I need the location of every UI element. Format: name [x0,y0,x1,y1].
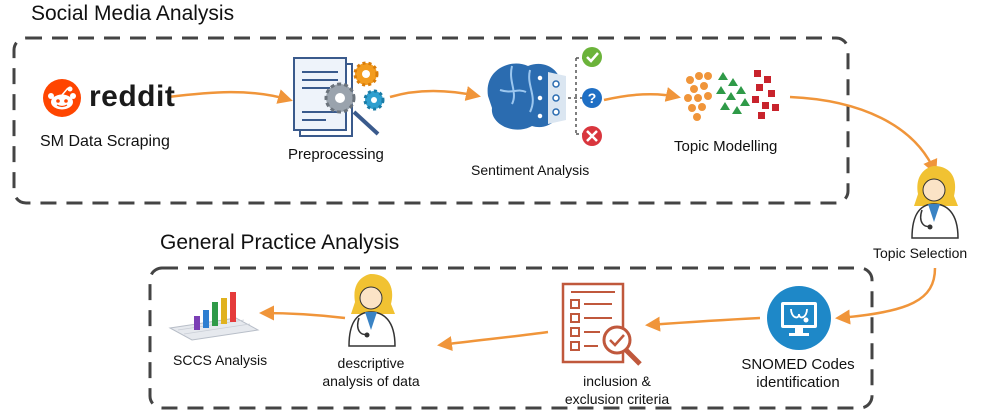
snomed-codes-line2: identification [756,374,840,391]
inclusion-exclusion-label: inclusion & exclusion criteria [547,372,687,408]
topic-selection-label: Topic Selection [873,245,968,261]
snomed-codes-label: SNOMED Codes identification [733,356,863,392]
descriptive-line2: analysis of data [322,373,420,389]
general-practice-analysis-title: General Practice Analysis [160,231,400,254]
snomed-codes-line1: SNOMED Codes [741,356,855,373]
arrow-preprocessing-to-sentiment [389,86,481,101]
bar-chart-icon [168,292,260,341]
reddit-logo-text: reddit [89,80,176,113]
sentiment-analysis-label: Sentiment Analysis [471,162,590,178]
check-icon [582,47,602,67]
sm-data-scraping-label: SM Data Scraping [40,133,170,150]
arrow-sentiment-to-topic-modelling [603,87,681,102]
monitor-stethoscope-icon [767,286,831,350]
inclusion-line2: exclusion criteria [564,391,670,407]
doctor-icon [348,274,396,347]
arrow-topic-modelling-to-topic-selection [789,95,938,175]
clusters-icon [684,70,779,121]
arrow-snomed-to-inclusion [645,316,761,332]
arrow-inclusion-to-descriptive [437,330,549,351]
cross-icon [582,126,602,146]
arrow-descriptive-to-sccs [259,305,346,321]
arrow-topic-selection-to-snomed [835,267,937,325]
social-media-section-box [12,36,850,205]
reddit-icon [43,79,81,117]
checklist-icon [561,282,642,366]
topic-modelling-label: Topic Modelling [674,138,778,155]
doctor-icon [911,166,959,239]
descriptive-line1: descriptive [337,355,405,371]
document-gears-icon [293,57,385,137]
descriptive-analysis-label: descriptive analysis of data [311,354,431,390]
social-media-analysis-title: Social Media Analysis [31,2,235,25]
brain-network-icon [487,57,586,135]
arrow-reddit-to-preprocessing [167,89,293,104]
preprocessing-label: Preprocessing [288,146,384,163]
inclusion-line1: inclusion & [583,373,651,389]
question-icon: ? [582,88,602,108]
svg-text:?: ? [588,90,597,106]
general-practice-section-box [148,266,874,410]
sccs-analysis-label: SCCS Analysis [173,352,268,368]
